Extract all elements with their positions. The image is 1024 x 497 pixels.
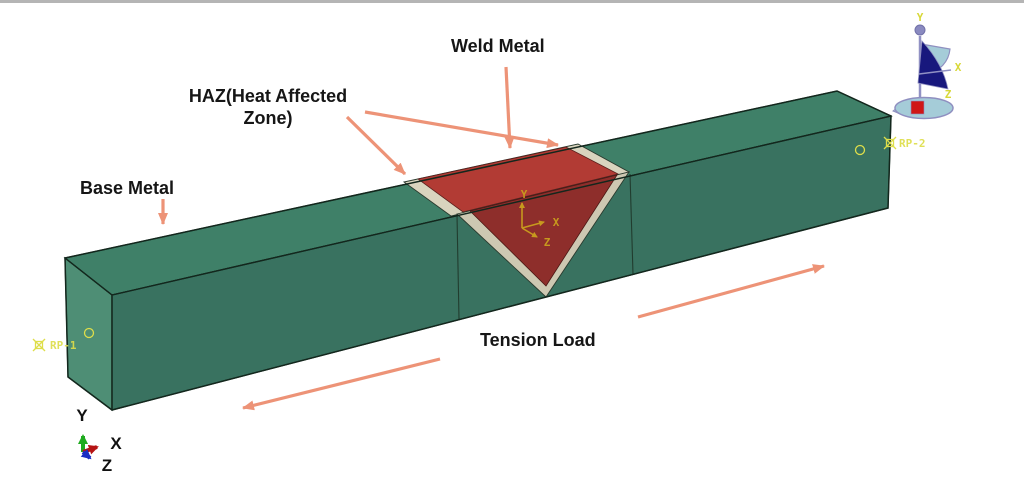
weld-metal-label: Weld Metal [451,36,545,56]
rp1-label: RP-1 [50,339,77,352]
tension-arrow-right [637,264,825,319]
weld-local-triad [519,202,545,238]
compass-x-label: X [955,61,962,74]
global-view-triad: Y X Z [76,406,122,475]
bar-silhouette-edge [64,90,892,411]
bar-inner-edges [64,115,892,410]
partition-edge-right [629,173,634,275]
rp2-node-circle [854,144,866,156]
rp2-marker [883,136,897,150]
rp1-marker [32,338,46,352]
top-border-strip [0,0,1024,3]
tension-load-label: Tension Load [480,330,596,350]
global-z-axis [80,448,92,460]
global-z-label: Z [102,456,112,475]
haz-label: HAZ(Heat Affected Zone) [178,85,358,129]
haz-arrow-left [345,115,407,176]
weld-triad-x-label: X [553,216,560,229]
haz-label-line1: HAZ(Heat Affected [188,86,348,106]
compass-origin-square [910,100,925,115]
weld-triad-z-label: Z [544,236,551,249]
partition-edge-left [456,214,460,320]
compass-y-label: Y [917,11,924,24]
weld-metal-front-face [469,174,618,287]
haz-arrow-right [364,110,559,149]
compass-z-label: Z [945,88,952,101]
global-x-label: X [110,434,122,453]
weld-triad-x-axis [521,220,545,229]
rp1-node-circle [83,327,95,339]
weld-metal-top-face [417,146,620,213]
global-y-label: Y [76,406,88,425]
base-metal-label: Base Metal [80,178,175,198]
tension-arrow-left [242,357,441,411]
compass-sphere [914,24,926,36]
view-compass: Y X Z [892,11,962,120]
weld-triad-y-label: Y [521,188,528,201]
haz-label-line2: Zone) [243,108,293,128]
rp2-label: RP-2 [899,137,926,150]
annotation-arrows [158,66,825,411]
compass-x-line [918,69,952,75]
weld-metal-arrow [504,66,515,149]
weld-triad-z-axis [521,227,538,238]
